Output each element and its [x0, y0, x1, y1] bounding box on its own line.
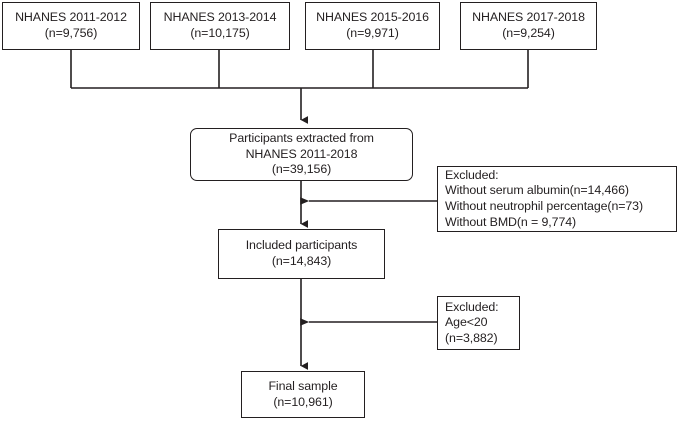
node-nhanes-2015-2016: NHANES 2015-2016 (n=9,971): [305, 2, 440, 50]
node-line-primary: NHANES 2013-2014: [163, 10, 277, 25]
node-nhanes-2011-2012: NHANES 2011-2012 (n=9,756): [2, 2, 140, 50]
node-line-count: (n=9,254): [502, 26, 555, 40]
node-final-sample: Final sample (n=10,961): [241, 371, 365, 418]
node-line-primary: NHANES 2015-2016: [316, 10, 429, 25]
node-line-secondary: NHANES 2011-2018: [245, 146, 358, 161]
node-line-count: (n=9,971): [346, 26, 399, 40]
node-line-primary: Included participants: [245, 238, 358, 253]
excluded-heading: Excluded:: [445, 167, 499, 182]
node-line-primary: Participants extracted from: [229, 131, 374, 146]
node-line-count: (n=9,756): [44, 26, 98, 40]
excluded-count: (n=3,882): [445, 330, 498, 345]
node-included-participants: Included participants (n=14,843): [218, 229, 385, 279]
excluded-heading: Excluded:: [445, 299, 499, 314]
node-line-primary: NHANES 2017-2018: [472, 10, 585, 25]
node-excluded-criteria-1: Excluded: Without serum albumin(n=14,466…: [437, 166, 677, 232]
node-line-count: (n=10,961): [273, 394, 333, 409]
node-line-count: (n=39,156): [271, 162, 332, 177]
node-line-primary: NHANES 2011-2012: [15, 10, 127, 25]
excluded-reason-bmd: Without BMD(n = 9,774): [445, 214, 577, 229]
node-line-count: (n=14,843): [271, 254, 332, 268]
excluded-reason-neutrophil: Without neutrophil percentage(n=73): [445, 199, 643, 213]
node-line-count: (n=10,175): [190, 26, 250, 40]
node-nhanes-2017-2018: NHANES 2017-2018 (n=9,254): [460, 2, 597, 50]
node-nhanes-2013-2014: NHANES 2013-2014 (n=10,175): [150, 2, 290, 50]
node-excluded-criteria-2: Excluded: Age<20 (n=3,882): [437, 296, 520, 350]
node-line-primary: Final sample: [268, 378, 338, 393]
node-participants-extracted: Participants extracted from NHANES 2011-…: [190, 128, 413, 181]
excluded-reason-age: Age<20: [445, 315, 488, 330]
excluded-reason-albumin: Without serum albumin(n=14,466): [445, 183, 629, 198]
